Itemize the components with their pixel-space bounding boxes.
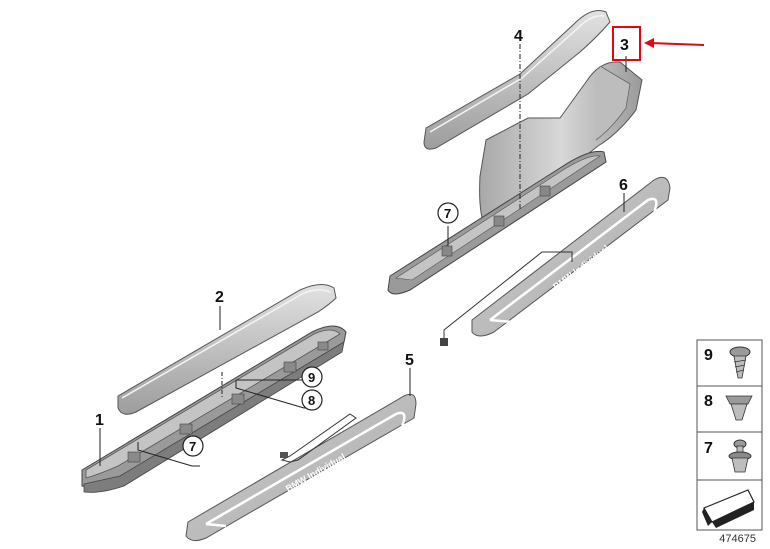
- legend-item-8: 8: [704, 393, 753, 421]
- callout-1: 1: [95, 412, 104, 429]
- diagram-number: 474675: [719, 533, 756, 545]
- highlight-box: [612, 26, 641, 61]
- circled-ref-8: 8: [301, 389, 323, 411]
- wiring-harness-right: [440, 251, 573, 346]
- circled-ref-7-lower: 7: [182, 435, 204, 457]
- svg-text:8: 8: [704, 393, 713, 410]
- highlight-arrow-line: [649, 42, 705, 46]
- arrow-head-icon: [644, 38, 654, 48]
- leader-lines: [99, 44, 627, 467]
- callout-2: 2: [215, 289, 224, 306]
- part-1-entrance-trim: [81, 325, 347, 493]
- svg-text:9: 9: [308, 370, 315, 385]
- legend-item-7: 7: [704, 439, 752, 473]
- expanding-rivet-icon: [728, 439, 752, 473]
- svg-text:8: 8: [308, 393, 315, 408]
- wiring-harness-left: [280, 413, 357, 463]
- legend-item-9: 9: [704, 346, 751, 379]
- circled-ref-7-upper: 7: [437, 202, 459, 224]
- callout-3-highlight[interactable]: 3: [612, 26, 705, 61]
- clip-nut-icon: [725, 395, 753, 421]
- circled-ref-9: 9: [301, 366, 323, 388]
- orientation-symbol-icon: [702, 489, 755, 528]
- callout-6: 6: [619, 177, 628, 194]
- fastener-legend: 9 8 7: [696, 339, 763, 531]
- svg-text:7: 7: [189, 439, 196, 454]
- svg-text:7: 7: [444, 206, 451, 221]
- part-4-upper-trim: [423, 10, 611, 150]
- svg-text:7: 7: [704, 440, 713, 457]
- screw-icon: [729, 346, 751, 379]
- callout-5: 5: [405, 352, 414, 369]
- svg-text:9: 9: [704, 347, 713, 364]
- part-2-trim-strip: [117, 284, 337, 415]
- callout-4: 4: [514, 28, 523, 45]
- callout-3: 3: [620, 37, 629, 54]
